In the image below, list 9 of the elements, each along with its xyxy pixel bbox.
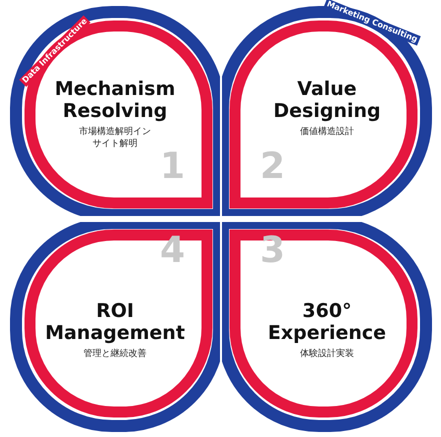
stage-subtitle: 体験設計実装 <box>299 348 355 360</box>
stage-subtitle: 価値構造設計 <box>299 126 355 138</box>
stage-title: Value Designing <box>272 78 382 122</box>
stage-title: 360° Experience <box>266 300 388 344</box>
stage-subtitle: 管理と継続改善 <box>82 348 148 360</box>
step-number: 3 <box>260 230 286 271</box>
step-number: 4 <box>160 230 186 271</box>
stage-subtitle: 市場構造解明インサイト解明 <box>78 126 152 150</box>
stage-title: ROI Management <box>44 300 186 344</box>
